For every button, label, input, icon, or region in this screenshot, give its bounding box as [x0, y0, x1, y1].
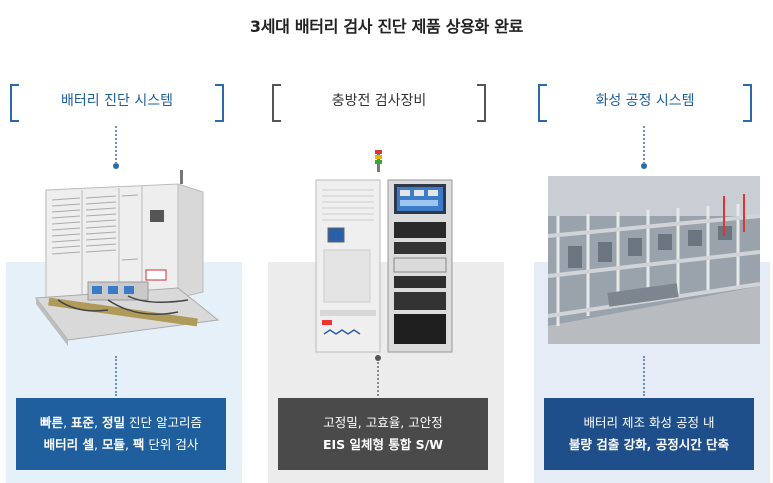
panel-caption: 고정밀, 고효율, 고안정 EIS 일체형 통합 S/W	[278, 398, 488, 470]
panel-header-text: 배터리 진단 시스템	[61, 93, 173, 109]
formation-process-factory-image	[548, 176, 760, 344]
connector-line	[643, 126, 645, 164]
panel-caption: 빠른, 표준, 정밀 진단 알고리즘 배터리 셀, 모듈, 팩 단위 검사	[16, 398, 226, 470]
panel-header: 충방전 검사장비	[272, 84, 486, 122]
connector-line-lower	[377, 358, 379, 396]
panel-caption: 배터리 제조 화성 공정 내 불량 검출 강화, 공정시간 단축	[544, 398, 754, 470]
panel-charge-discharge: 충방전 검사장비 고정밀, 고효율, 고안정 EIS 일체형 통합	[268, 0, 504, 483]
page-title: 3세대 배터리 검사 진단 제품 상용화 완료	[249, 17, 524, 36]
left-bracket	[538, 84, 547, 122]
caption-line-1: 빠른, 표준, 정밀 진단 알고리즘	[40, 415, 202, 430]
connector-dot	[113, 163, 119, 169]
connector-line	[115, 126, 117, 164]
caption-line-2: EIS 일체형 통합 S/W	[322, 437, 444, 452]
caption-line-2: 불량 검출 강화, 공정시간 단축	[568, 437, 730, 452]
panel-header: 화성 공정 시스템	[538, 84, 752, 122]
caption-line-2: 배터리 셀, 모듈, 팩 단위 검사	[43, 437, 199, 452]
caption-line-1: 고정밀, 고효율, 고안정	[323, 415, 443, 430]
panel-header: 배터리 진단 시스템	[10, 84, 224, 122]
caption-line-1: 배터리 제조 화성 공정 내	[583, 415, 715, 430]
charge-discharge-equipment-image	[315, 150, 453, 353]
panel-formation-process: 화성 공정 시스템 배터리 제조 화성 공정 내 불량 검출 강화,	[534, 0, 770, 483]
left-bracket	[10, 84, 19, 122]
connector-dot	[375, 355, 381, 361]
panel-battery-diagnosis: 배터리 진단 시스템	[6, 0, 242, 483]
battery-diagnosis-machine-image	[35, 170, 220, 346]
right-bracket	[743, 84, 752, 122]
right-bracket	[215, 84, 224, 122]
connector-line-lower	[115, 356, 117, 396]
left-bracket	[272, 84, 281, 122]
right-bracket	[477, 84, 486, 122]
panel-header-text: 충방전 검사장비	[331, 93, 427, 109]
connector-dot	[641, 163, 647, 169]
connector-line-lower	[643, 356, 645, 396]
panel-header-text: 화성 공정 시스템	[595, 93, 695, 109]
